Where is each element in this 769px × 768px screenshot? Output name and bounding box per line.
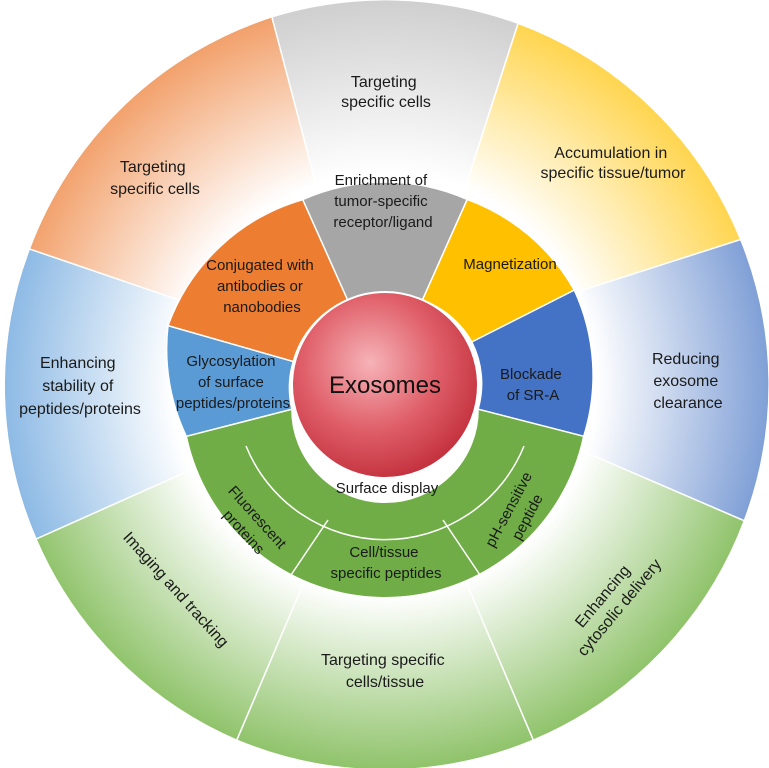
label-enrichment: Enrichment of tumor-specific receptor/li… xyxy=(333,172,432,231)
surface-display-divider-left xyxy=(290,519,329,576)
label-blockade: Blockade of SR-A xyxy=(500,366,566,404)
label-conjugated: Conjugated with antibodies or nanobodies xyxy=(206,257,318,316)
inner-labels: Enrichment of tumor-specific receptor/li… xyxy=(176,172,566,497)
center-label: Exosomes xyxy=(329,372,441,399)
label-cell-tissue-peptides: Cell/tissue specific peptides xyxy=(331,544,442,582)
surface-display-divider-right xyxy=(442,519,481,576)
outer-sector-accumulation xyxy=(461,22,742,292)
label-surface-display: Surface display xyxy=(336,480,439,497)
surface-display-divider-arc xyxy=(245,445,525,541)
label-targeting-top: Targeting specific cells xyxy=(341,74,431,111)
inner-ring xyxy=(165,181,594,599)
outer-ring xyxy=(3,0,769,768)
label-reducing-clearance: Reducing exosome clearance xyxy=(652,351,724,412)
inner-sector-surface-display xyxy=(185,408,585,599)
label-targeting-cells-tissue: Targeting specific cells/tissue xyxy=(321,652,449,691)
label-targeting-left: Targeting specific cells xyxy=(110,159,200,198)
label-accumulation: Accumulation in specific tissue/tumor xyxy=(541,145,687,182)
exosome-core xyxy=(291,291,479,479)
label-magnetization: Magnetization xyxy=(463,256,556,273)
inner-sector-conjugated xyxy=(167,198,349,363)
label-glycosylation: Glycosylation of surface peptides/protei… xyxy=(176,353,290,412)
center-node: Exosomes xyxy=(291,291,479,479)
label-enhancing-stability: Enhancing stability of peptides/proteins xyxy=(19,355,141,418)
